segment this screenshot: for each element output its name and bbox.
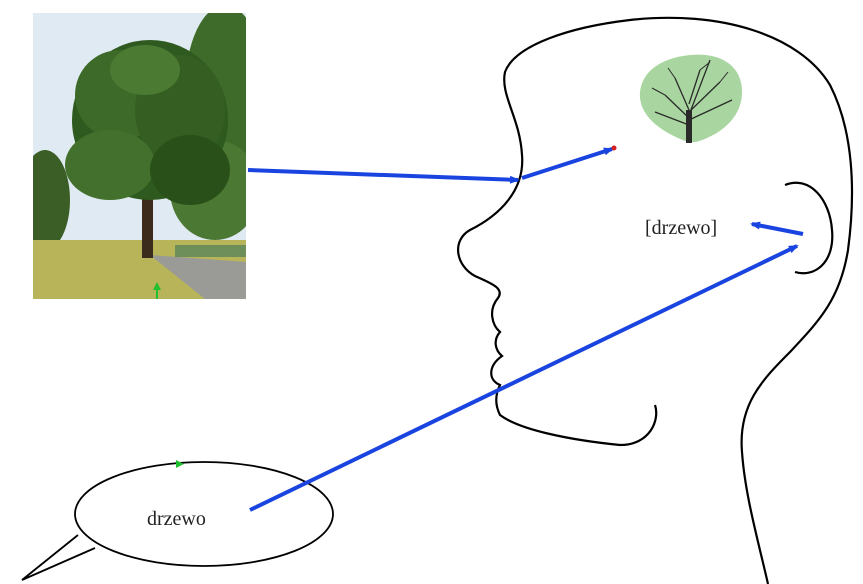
- mental-concept-label: [drzewo]: [645, 217, 717, 239]
- arrow-speech-to-ear: [249, 244, 799, 512]
- spoken-word: drzewo: [147, 508, 206, 530]
- arrow-eye-to-mind: [521, 147, 614, 180]
- green-marker-icon: [176, 460, 184, 468]
- arrows: [247, 147, 804, 512]
- speech-bubble: [21, 460, 334, 581]
- green-marker-icon: [153, 282, 161, 299]
- head-silhouette: [457, 16, 854, 584]
- ear-outline: [784, 181, 834, 275]
- arrow-photo-to-eye: [247, 168, 520, 184]
- mental-tree-icon: [639, 54, 742, 143]
- red-marker-icon: [611, 145, 617, 151]
- tree-photo: [33, 13, 246, 299]
- arrow-ear-to-concept: [750, 221, 804, 236]
